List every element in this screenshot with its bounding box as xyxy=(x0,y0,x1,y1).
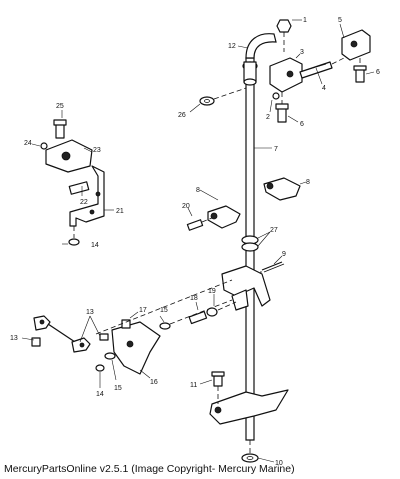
callout-6-upper: 6 xyxy=(376,69,380,76)
callout-labels: 1 2 3 4 5 6 6 7 8 8 9 10 11 12 13 13 14 … xyxy=(10,17,380,467)
callout-23: 23 xyxy=(93,147,101,154)
callout-13-left: 13 xyxy=(10,335,18,342)
pin-9 xyxy=(261,261,285,273)
callout-15-right: 15 xyxy=(160,307,168,314)
lower-lever xyxy=(209,371,289,425)
callout-2: 2 xyxy=(266,114,270,121)
callout-26: 26 xyxy=(178,112,186,119)
callout-20: 20 xyxy=(182,203,190,210)
callout-3: 3 xyxy=(300,49,304,56)
callout-16: 16 xyxy=(150,379,158,386)
leader-lines xyxy=(21,19,375,463)
callout-15-lower: 15 xyxy=(114,385,122,392)
callout-17: 17 xyxy=(139,307,147,314)
callout-8-left: 8 xyxy=(196,187,200,194)
callout-21: 21 xyxy=(116,208,124,215)
callout-13-center: 13 xyxy=(86,309,94,316)
callout-8-right: 8 xyxy=(306,179,310,186)
callout-14-lower: 14 xyxy=(96,391,104,398)
shaft-collars xyxy=(241,235,259,252)
left-upper-assembly xyxy=(40,119,105,246)
callout-4: 4 xyxy=(322,85,326,92)
upper-right-block xyxy=(331,29,371,83)
top-nut xyxy=(276,19,292,52)
lever-arm-right xyxy=(263,177,301,201)
callout-9: 9 xyxy=(282,251,286,258)
copyright-footer: MercuryPartsOnline v2.5.1 (Image Copyrig… xyxy=(4,463,295,475)
callout-22: 22 xyxy=(80,199,88,206)
callout-1: 1 xyxy=(303,17,307,24)
callout-12: 12 xyxy=(228,43,236,50)
callout-6-lower: 6 xyxy=(300,121,304,128)
bracket-screws xyxy=(272,92,289,123)
assembly-guide-lines xyxy=(95,271,262,335)
callout-7: 7 xyxy=(274,146,278,153)
callout-5: 5 xyxy=(338,17,342,24)
callout-18: 18 xyxy=(190,295,198,302)
lever-arm-left xyxy=(186,205,241,231)
callout-24: 24 xyxy=(24,140,32,147)
bottom-washer xyxy=(241,440,259,463)
callout-25: 25 xyxy=(56,103,64,110)
lower-left-linkage xyxy=(31,315,171,375)
callout-19: 19 xyxy=(208,288,216,295)
middle-lever xyxy=(188,265,271,325)
washer-26 xyxy=(199,87,247,106)
callout-14-upper: 14 xyxy=(91,242,99,249)
callout-10: 10 xyxy=(275,460,283,467)
callout-27: 27 xyxy=(270,227,278,234)
callout-11: 11 xyxy=(190,382,197,389)
shaft-bracket xyxy=(269,57,333,93)
